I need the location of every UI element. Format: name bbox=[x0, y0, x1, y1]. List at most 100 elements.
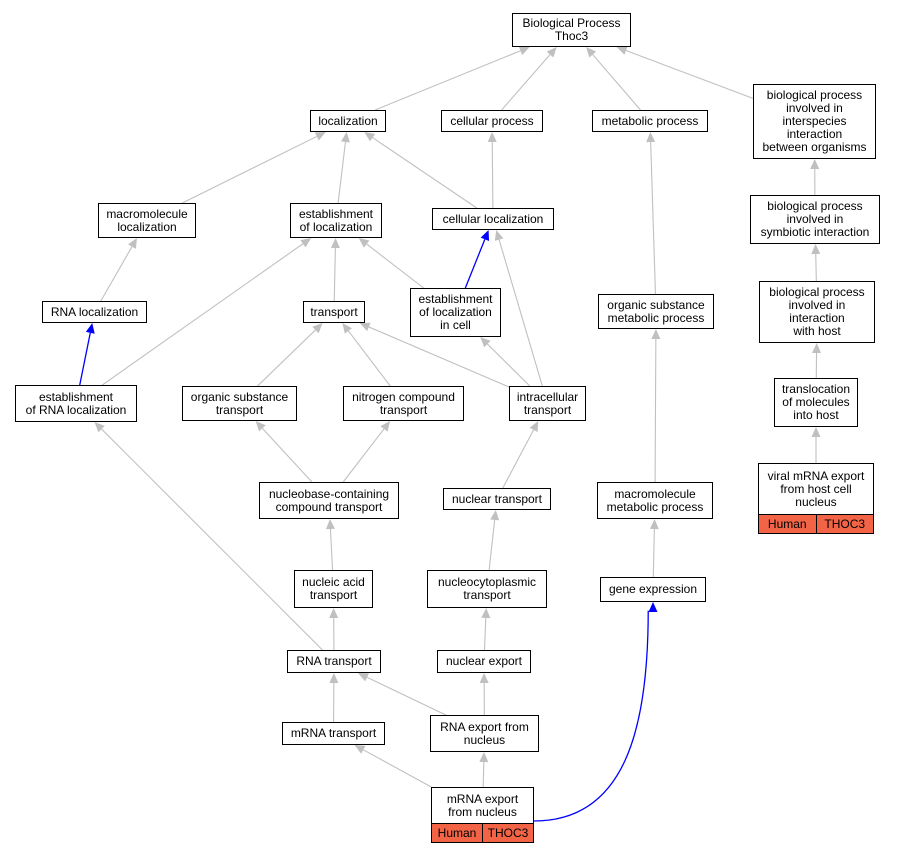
edge-arrowhead bbox=[358, 238, 370, 248]
go-term-mrna-transport[interactable]: mRNA transport bbox=[282, 722, 385, 745]
go-term-metabolic-process[interactable]: metabolic process bbox=[592, 110, 708, 132]
go-term-label-line: Thoc3 bbox=[554, 29, 589, 43]
edge-organic-substance-transport-to-transport bbox=[257, 329, 316, 387]
go-term-cellular-process[interactable]: cellular process bbox=[441, 110, 543, 132]
edge-arrowhead bbox=[529, 421, 539, 432]
edge-arrowhead bbox=[494, 230, 504, 241]
go-term-label-line: nucleobase-containing bbox=[268, 486, 390, 501]
go-term-label-line: interaction bbox=[789, 311, 845, 325]
go-term-label-line: transport bbox=[309, 588, 358, 602]
edge-arrowhead bbox=[330, 238, 340, 249]
edge-nuclear-export-to-nucleocytoplasmic-transport bbox=[483, 617, 487, 651]
go-term-label-line: with host bbox=[793, 324, 841, 338]
go-term-label-line: localization bbox=[318, 113, 378, 128]
go-term-label-line: from host cell bbox=[780, 481, 852, 496]
go-term-label-line: organic substance bbox=[607, 297, 705, 312]
go-term-label: RNA localization bbox=[50, 304, 139, 319]
edge-arrowhead bbox=[479, 673, 489, 684]
go-term-label-line: mRNA transport bbox=[290, 726, 377, 740]
go-term-rna-localization[interactable]: RNA localization bbox=[42, 301, 147, 323]
go-term-label: RNA transport bbox=[296, 655, 371, 668]
edge-rna-localization-to-macromolecule-localization bbox=[100, 246, 133, 302]
edge-arrowhead bbox=[480, 230, 490, 241]
edge-arrowhead bbox=[616, 46, 628, 55]
edge-arrowhead bbox=[811, 244, 821, 255]
go-term-label-line: into host bbox=[793, 408, 839, 422]
edge-arrowhead bbox=[481, 608, 491, 619]
edge-nucleobase-transport-to-organic-substance-transport bbox=[262, 427, 313, 483]
edge-arrowhead bbox=[128, 238, 137, 249]
go-term-label-line: Biological Process bbox=[522, 16, 621, 30]
go-term-label-line: involved in bbox=[788, 298, 846, 312]
go-term-label-line: nucleic acid bbox=[302, 575, 365, 589]
edge-mrna-export-nucleus-to-mrna-transport bbox=[363, 749, 432, 788]
edge-arrowhead bbox=[586, 47, 597, 58]
go-term-label-line: RNA localization bbox=[50, 304, 139, 319]
go-term-label-line: symbiotic interaction bbox=[760, 225, 870, 239]
go-term-label-line: intracellular bbox=[516, 389, 579, 404]
go-term-label-line: metabolic process bbox=[606, 499, 704, 514]
edge-arrowhead bbox=[649, 519, 659, 530]
go-term-nuclear-transport[interactable]: nuclear transport bbox=[443, 488, 551, 510]
species-tag: Human bbox=[437, 826, 477, 840]
go-term-nuclear-export[interactable]: nuclear export bbox=[437, 650, 531, 673]
go-term-localization[interactable]: localization bbox=[310, 110, 386, 132]
edge-arrowhead bbox=[648, 602, 658, 612]
go-term-label-line: of localization bbox=[419, 305, 492, 319]
go-term-transport[interactable]: transport bbox=[303, 301, 365, 323]
go-term-label-line: nucleus bbox=[795, 494, 837, 509]
go-term-label-line: establishment bbox=[418, 292, 493, 306]
go-term-label-line: nuclear transport bbox=[451, 491, 543, 506]
edge-arrowhead bbox=[325, 519, 335, 530]
edge-establishment-rna-localization-to-establishment-localization bbox=[101, 243, 304, 386]
edge-rna-transport-to-establishment-rna-localization bbox=[101, 428, 323, 651]
edge-establishment-localization-to-localization bbox=[337, 141, 347, 204]
go-term-label-line: RNA transport bbox=[296, 654, 372, 668]
edge-arrowhead bbox=[94, 422, 105, 433]
go-term-label-line: cellular localization bbox=[442, 211, 544, 226]
go-term-label-line: nitrogen compound bbox=[352, 389, 455, 404]
edge-mrna-export-nucleus-to-gene-expression bbox=[533, 610, 649, 822]
go-term-rna-transport[interactable]: RNA transport bbox=[287, 650, 381, 673]
edge-arrowhead bbox=[85, 323, 95, 334]
edge-cellular-localization-to-cellular-process bbox=[491, 141, 494, 209]
edge-arrowhead bbox=[342, 323, 352, 334]
go-term-label-line: metabolic process bbox=[601, 113, 699, 128]
go-term-label-line: establishment bbox=[38, 389, 114, 404]
edge-arrowhead bbox=[358, 673, 370, 682]
go-term-label-line: metabolic process bbox=[607, 310, 705, 325]
go-term-label-line: transport bbox=[379, 402, 428, 417]
go-term-label-line: viral mRNA export bbox=[767, 468, 865, 483]
go-term-gene-expression[interactable]: gene expression bbox=[600, 577, 706, 602]
go-term-cellular-localization[interactable]: cellular localization bbox=[432, 208, 554, 230]
edge-arrowhead bbox=[380, 421, 391, 432]
